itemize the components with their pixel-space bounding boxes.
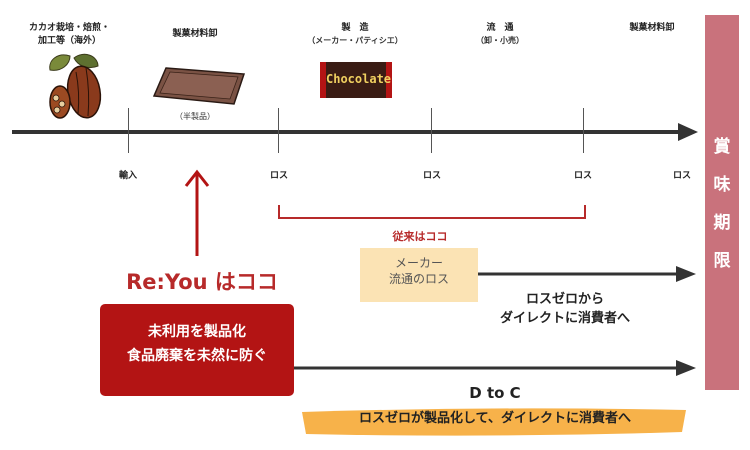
stage-manufacture-label: 製 造 （メーカー・パティシエ）: [300, 22, 410, 47]
timeline-arrow: [0, 120, 705, 144]
expiry-char-4: 限: [705, 246, 739, 271]
expiry-char-2: 味: [705, 170, 739, 195]
stage-material-wholesale-label: 製菓材料卸: [155, 28, 235, 41]
reyou-solution-line2: 食品廃棄を未然に防ぐ: [100, 344, 294, 368]
chocolate-slab-icon: [152, 66, 248, 106]
timeline-tick-loss-3: [583, 108, 584, 153]
maker-loss-line1: メーカー: [360, 255, 478, 271]
maker-distribution-loss-box: メーカー 流通のロス: [360, 248, 478, 302]
timeline-label-loss-1: ロス: [264, 168, 294, 181]
expiry-date-bar: [705, 15, 739, 390]
expiry-char-3: 期: [705, 208, 739, 233]
chocolate-bar-icon: Chocolate: [320, 62, 392, 98]
maker-loss-line2: 流通のロス: [360, 271, 478, 287]
loss-zero-text: ロスゼロから ダイレクトに消費者へ: [470, 290, 660, 328]
timeline-label-import: 輸入: [113, 168, 143, 181]
reyou-label: Re:You はココ: [112, 266, 292, 296]
timeline-tick-import: [128, 108, 129, 153]
chocolate-label: Chocolate: [326, 72, 386, 86]
cacao-pod-icon: [40, 50, 110, 122]
expiry-char-1: 賞: [705, 132, 739, 157]
loss-zero-arrow: [478, 262, 703, 286]
reyou-up-arrow: [182, 168, 212, 260]
reyou-solution-box: 未利用を製品化 食品廃棄を未然に防ぐ: [100, 304, 294, 396]
stage-distribution-label: 流 通 （卸・小売）: [455, 22, 545, 47]
dtoc-arrow: [294, 356, 704, 380]
timeline-tick-loss-2: [431, 108, 432, 153]
stage-material-wholesale-2-label: 製菓材料卸: [612, 22, 692, 35]
conventional-label: 従来はココ: [360, 228, 480, 244]
timeline-label-loss-3: ロス: [568, 168, 598, 181]
dtoc-description: ロスゼロが製品化して、ダイレクトに消費者へ: [305, 409, 685, 428]
reyou-solution-line1: 未利用を製品化: [100, 320, 294, 344]
timeline-label-loss-2: ロス: [417, 168, 447, 181]
timeline-label-loss-4: ロス: [667, 168, 697, 181]
dtoc-title: D to C: [400, 384, 590, 403]
timeline-tick-loss-1: [278, 108, 279, 153]
conventional-loss-bracket: [278, 205, 586, 219]
stage-cacao-label: カカオ栽培・焙煎・ 加工等（海外）: [22, 22, 117, 48]
